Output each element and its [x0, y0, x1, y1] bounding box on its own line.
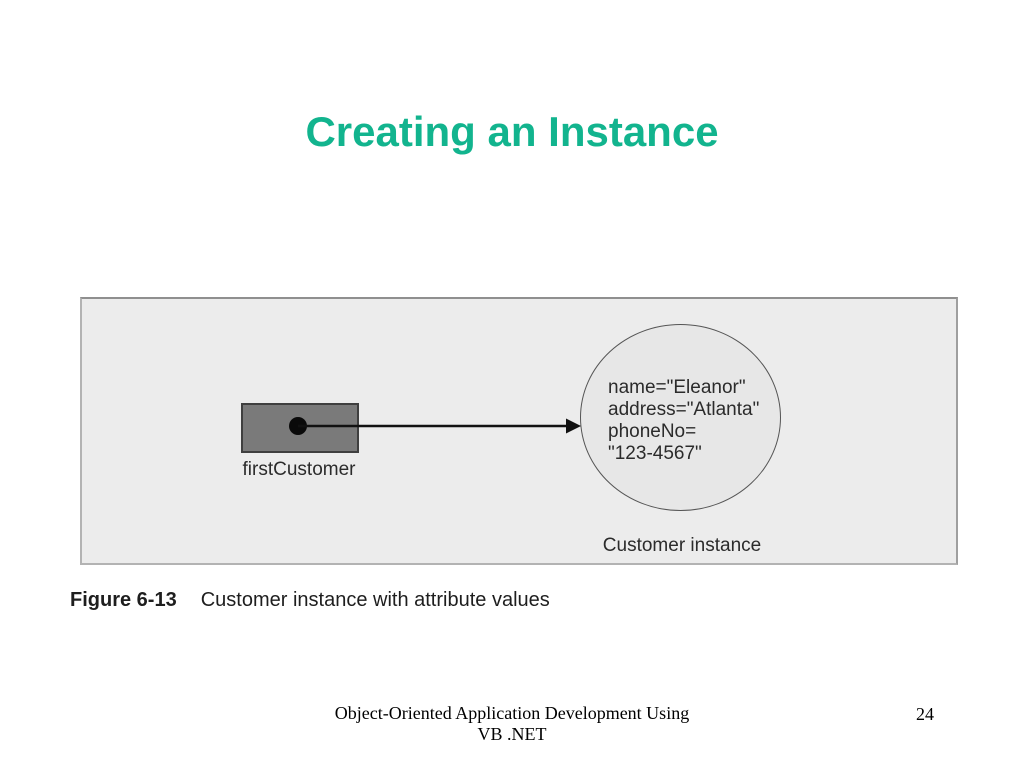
slide-footer: Object-Oriented Application Development … [0, 703, 1024, 745]
footer-line-2: VB .NET [477, 724, 547, 744]
customer-instance-circle: name="Eleanor" address="Atlanta" phoneNo… [580, 324, 781, 511]
reference-arrow [289, 417, 581, 435]
attribute-line: "123-4567" [608, 443, 702, 464]
object-reference-box [241, 403, 359, 453]
figure-panel: firstCustomer name="Eleanor" address="At… [80, 297, 958, 565]
footer-line-1: Object-Oriented Application Development … [334, 703, 690, 723]
attribute-line: phoneNo= [608, 421, 697, 442]
object-box-label: firstCustomer [242, 459, 356, 480]
instance-label: Customer instance [602, 535, 762, 556]
slide-title: Creating an Instance [305, 108, 719, 155]
page-number: 24 [916, 704, 934, 724]
instance-attributes: name="Eleanor" address="Atlanta" phoneNo… [608, 377, 759, 465]
attribute-line: name="Eleanor" [608, 377, 746, 398]
figure-caption-number: Figure 6-13 [70, 589, 177, 611]
figure-caption: Figure 6-13 Customer instance with attri… [70, 589, 550, 612]
figure-caption-text: Customer instance with attribute values [200, 589, 550, 611]
attribute-line: address="Atlanta" [608, 399, 760, 420]
arrowhead-icon [566, 418, 581, 434]
